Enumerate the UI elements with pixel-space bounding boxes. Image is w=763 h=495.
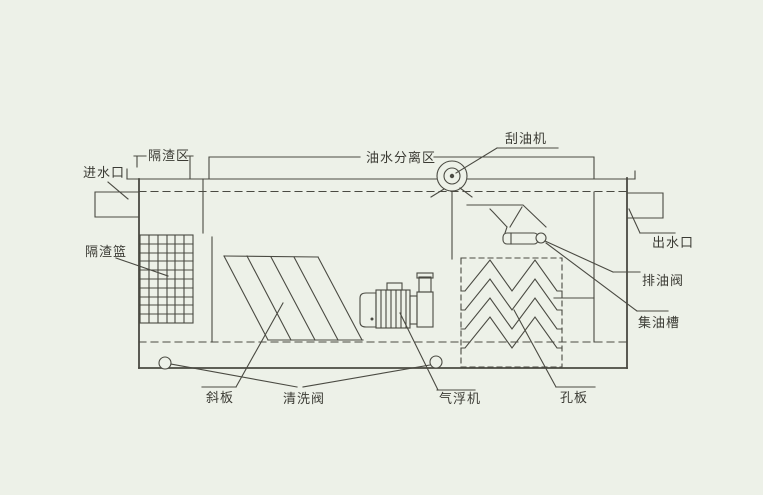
- inlet-pipe-outline: [94, 191, 140, 218]
- orifice-plate-pack: [460, 257, 563, 368]
- outlet-pipe: [626, 192, 664, 219]
- pump-outlet-pipe: [418, 276, 432, 293]
- pump-terminal-box: [386, 282, 403, 291]
- inclined-plates: [223, 255, 364, 341]
- label-slag-basket: 隔渣篮: [85, 244, 127, 259]
- label-oil-drain-valve: 排油阀: [642, 273, 684, 288]
- separation-zone-bracket: [208, 156, 595, 179]
- leader-orifice-plate: [513, 309, 596, 388]
- leader-inclined-plate: [201, 302, 284, 388]
- zigzag-plate-3: [460, 297, 563, 330]
- oil-trough-assembly: [466, 204, 547, 245]
- outlet-pipe-outline: [626, 192, 664, 219]
- flotation-pump: [359, 272, 434, 329]
- pump-bolt-dot: [370, 317, 374, 321]
- leader-oil-trough: [545, 242, 669, 312]
- cleaning-valve-left: [158, 356, 172, 370]
- leader-inlet: [107, 181, 129, 200]
- leader-flotation-machine: [399, 312, 476, 391]
- leader-cleaning-valve: [170, 363, 431, 388]
- baffles: [202, 178, 595, 343]
- trough-support: [466, 204, 547, 228]
- leader-lines: [107, 147, 676, 391]
- trough-funnel: [489, 206, 523, 234]
- plates-edges: [223, 255, 364, 341]
- leader-scraper: [455, 147, 559, 174]
- label-oil-trough: 集油槽: [638, 315, 680, 330]
- zigzag-plate-1: [460, 259, 563, 292]
- label-flotation-machine: 气浮机: [439, 391, 481, 406]
- labels: 进水口 隔渣区 油水分离区 刮油机 出水口 隔渣篮 排油阀 集油槽 斜板 清洗阀…: [83, 131, 694, 406]
- cleaning-valves: [158, 355, 443, 370]
- label-outlet: 出水口: [652, 235, 694, 250]
- pump-motor-ribs: [380, 289, 407, 329]
- slag-zone-bracket: [133, 155, 194, 179]
- leader-oil-drain-valve: [544, 240, 641, 273]
- leader-outlet: [628, 208, 676, 234]
- leader-slag-basket: [115, 257, 169, 277]
- plate-pack-dashed-box: [460, 257, 563, 368]
- scraper-wheel-hub: [449, 173, 455, 179]
- label-separation-zone: 油水分离区: [366, 150, 436, 165]
- oil-scraper-assembly: [208, 156, 595, 260]
- pump-head: [416, 291, 434, 328]
- pump-outlet-flange: [416, 272, 434, 279]
- pump-coupling: [409, 295, 418, 325]
- drain-valve-circle: [535, 232, 547, 244]
- zigzag-plate-2: [460, 278, 563, 311]
- zigzag-plate-4: [460, 316, 563, 349]
- pump-motor-cap: [359, 292, 377, 328]
- trough-pipe-body: [502, 232, 539, 245]
- scraper-wheel-inner: [443, 167, 461, 185]
- label-scraper: 刮油机: [505, 131, 547, 146]
- label-inlet: 进水口: [83, 165, 125, 180]
- label-slag-zone: 隔渣区: [148, 148, 190, 163]
- inlet-pipe: [94, 191, 140, 218]
- plates-slats: [223, 255, 363, 341]
- label-cleaning-valve: 清洗阀: [283, 391, 325, 406]
- cleaning-valve-right: [429, 355, 443, 369]
- label-inclined-plate: 斜板: [206, 390, 234, 405]
- slag-basket-grid: [139, 234, 194, 324]
- label-orifice-plate: 孔板: [560, 390, 588, 405]
- basket-horizontal-bars: [139, 243, 194, 315]
- tank-rim-ticks: [126, 168, 636, 180]
- scraper-legs: [430, 187, 473, 198]
